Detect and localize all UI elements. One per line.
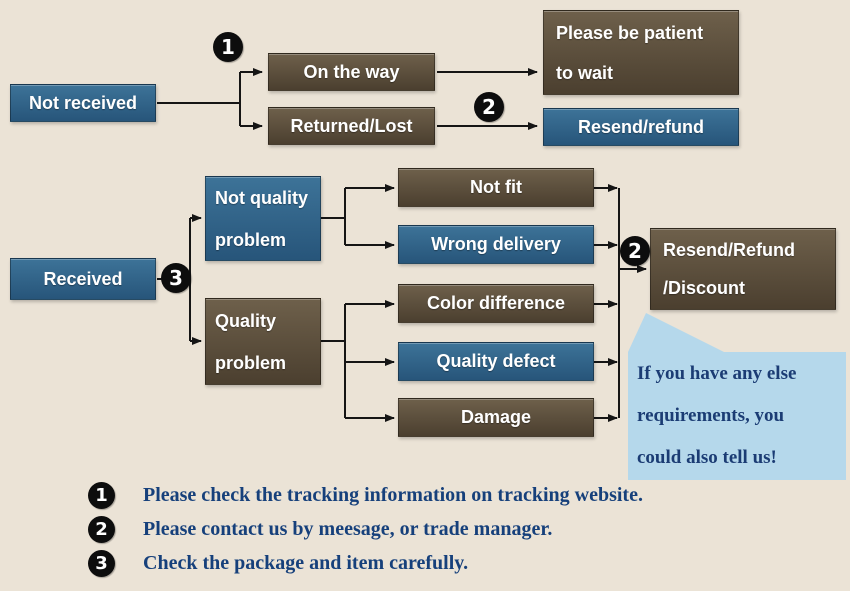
node-returned-lost: Returned/Lost	[268, 107, 435, 145]
callout-tail	[628, 313, 724, 352]
flow-step-badge-2: 2	[620, 236, 650, 266]
node-label: problem	[215, 229, 287, 250]
node-label: Resend/Refund	[663, 240, 796, 260]
legend-item: 2 Please contact us by meesage, or trade…	[88, 515, 643, 543]
node-not-received: Not received	[10, 84, 156, 122]
flow-step-badge-2: 2	[474, 92, 504, 122]
node-please-be-patient: Please be patient to wait	[543, 10, 739, 95]
legend-item-text: Check the package and item carefully.	[143, 551, 469, 574]
callout-note: If you have any else requirements, you c…	[628, 352, 846, 480]
legend-item-badge: 1	[88, 481, 115, 509]
node-not-quality-problem: Not quality problem	[205, 176, 321, 261]
node-wrong-delivery: Wrong delivery	[398, 225, 594, 264]
node-on-the-way: On the way	[268, 53, 435, 91]
flow-step-badge-1: 1	[213, 32, 243, 62]
node-color-difference: Color difference	[398, 284, 594, 323]
node-label: Please be patient	[556, 22, 704, 43]
legend-item: 1 Please check the tracking information …	[88, 481, 643, 509]
callout-line: If you have any else	[637, 363, 797, 384]
node-label: to wait	[556, 62, 613, 83]
legend-item: 3 Check the package and item carefully.	[88, 549, 643, 577]
legend: 1 Please check the tracking information …	[88, 481, 643, 583]
legend-item-badge: 3	[88, 549, 115, 577]
legend-item-text: Please contact us by meesage, or trade m…	[143, 517, 553, 540]
legend-item-badge: 2	[88, 515, 115, 543]
node-received: Received	[10, 258, 156, 300]
node-quality-defect: Quality defect	[398, 342, 594, 381]
node-label: /Discount	[663, 278, 746, 298]
node-label: problem	[215, 352, 287, 373]
node-label: Quality	[215, 310, 277, 331]
node-not-fit: Not fit	[398, 168, 594, 207]
node-quality-problem: Quality problem	[205, 298, 321, 385]
node-damage: Damage	[398, 398, 594, 437]
node-resend-refund-discount: Resend/Refund /Discount	[650, 228, 836, 310]
callout-line: requirements, you	[637, 405, 785, 426]
node-label: Not quality	[215, 187, 308, 208]
flow-step-badge-3: 3	[161, 263, 191, 293]
callout-line: could also tell us!	[637, 447, 777, 468]
node-resend-refund: Resend/refund	[543, 108, 739, 146]
legend-item-text: Please check the tracking information on…	[143, 483, 643, 506]
